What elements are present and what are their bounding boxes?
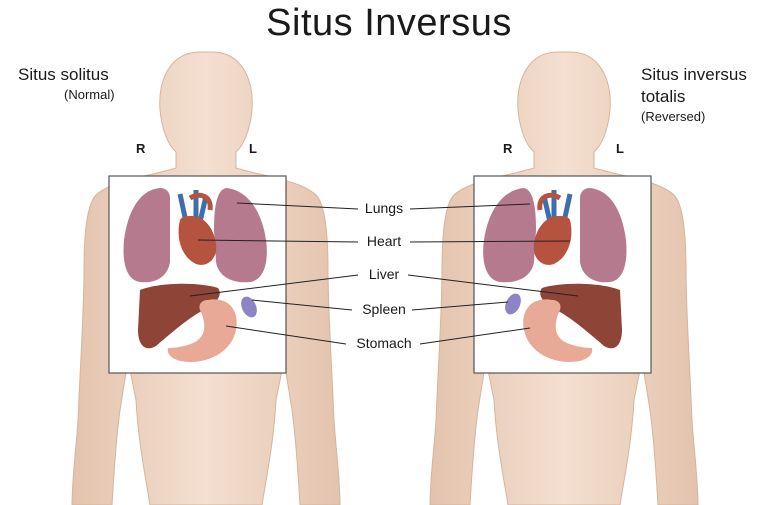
left-figure-left-marker: L (249, 141, 257, 156)
right-figure-right-marker: R (503, 141, 512, 156)
organ-label-stomach: Stomach (344, 335, 424, 351)
organ-label-spleen: Spleen (344, 301, 424, 317)
right-figure-left-marker: L (616, 141, 624, 156)
left-organ-panel (109, 176, 286, 373)
organ-label-heart: Heart (344, 233, 424, 249)
organ-label-lungs: Lungs (344, 200, 424, 216)
organ-label-liver: Liver (344, 266, 424, 282)
left-figure-right-marker: R (136, 141, 145, 156)
